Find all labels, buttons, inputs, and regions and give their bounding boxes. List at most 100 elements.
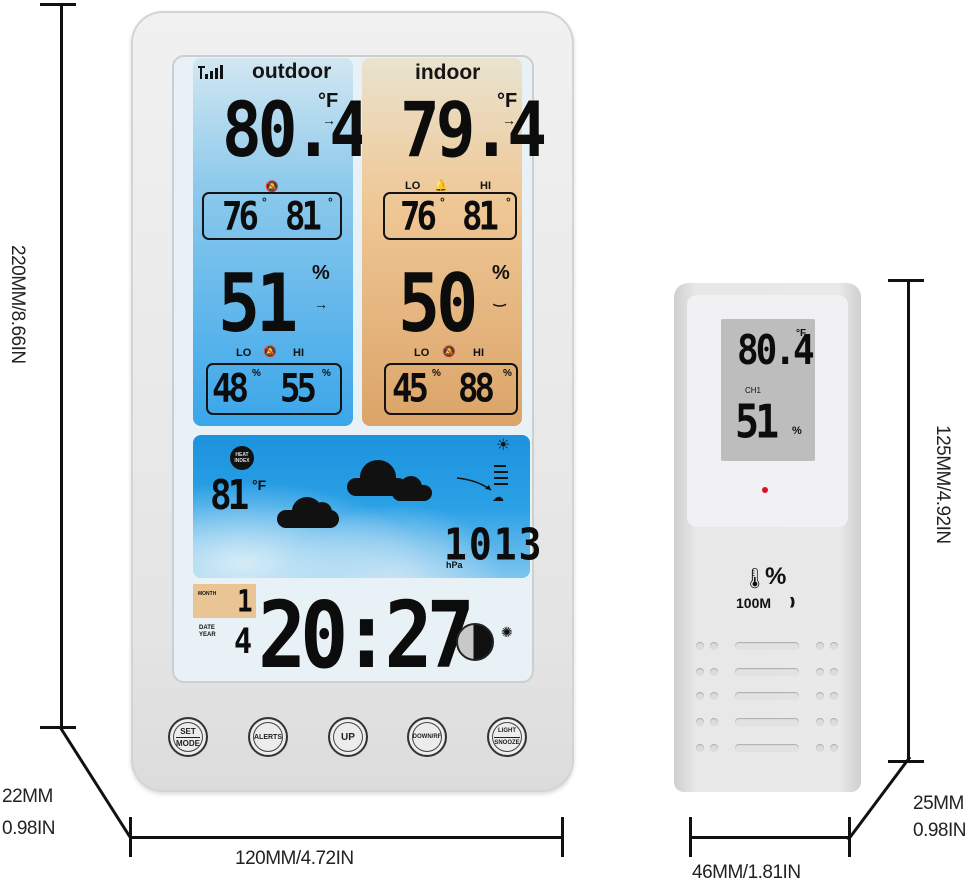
indoor-temp-hi: 81 — [462, 194, 499, 240]
width-dim-line — [130, 836, 563, 839]
date-label: DATE — [199, 625, 215, 631]
sensor-depth-dim-line — [846, 756, 912, 841]
sensor-width-dim-line — [690, 836, 850, 839]
indoor-humidity-unit: % — [492, 262, 510, 284]
month-label: MONTH — [198, 591, 217, 597]
indoor-lo-label: LO — [405, 180, 421, 192]
outdoor-humidity: 51 — [218, 256, 298, 351]
indoor-humidity-minmax-box — [384, 363, 518, 415]
indoor-temp-unit: °F — [497, 90, 518, 112]
outdoor-humidity-unit: % — [312, 262, 330, 284]
up-button[interactable]: UP — [328, 717, 368, 757]
indoor-temp-lo: 76 — [400, 194, 437, 240]
indoor-hum-hi-label: HI — [473, 347, 484, 359]
sensor-lcd — [721, 319, 815, 461]
indoor-temp-minmax-box — [383, 192, 517, 240]
percent-icon: % — [765, 563, 787, 590]
indoor-hum-lo-label: LO — [414, 347, 430, 359]
down-rf-button[interactable]: DOWN/RF — [407, 717, 447, 757]
outdoor-temp-minmax-box — [202, 192, 342, 240]
outdoor-temp-hi-degree: ° — [328, 195, 333, 209]
outdoor-humidity-hi: 55 — [280, 366, 317, 412]
clock-time: 20:27 — [258, 582, 475, 689]
rain-cloud-icon: ☁ — [492, 490, 504, 504]
depth-dim-line — [58, 726, 132, 838]
year-label: YEAR — [199, 632, 216, 638]
indoor-humidity-hi: 88 — [458, 366, 495, 412]
outdoor-temp-trend-icon: → — [322, 112, 336, 128]
pressure-unit: hPa — [446, 560, 463, 570]
outdoor-temp-unit: °F — [318, 90, 339, 112]
indoor-temp-hi-degree: ° — [506, 195, 511, 209]
indoor-temp-lo-degree: ° — [440, 195, 445, 209]
month-value: 1 — [237, 585, 253, 620]
trend-arrow-icon — [456, 477, 492, 491]
wireless-icon: ))) — [790, 596, 795, 608]
console-depth-in: 0.98IN — [2, 818, 55, 839]
sun-icon: ☀ — [496, 437, 511, 454]
outdoor-lo-label: LO — [236, 347, 252, 359]
outdoor-alert-off-icon: 🔕 — [265, 181, 279, 193]
outdoor-temp-lo: 76 — [222, 194, 259, 240]
sensor-channel: CH1 — [745, 386, 762, 395]
pressure-value: 1013 — [444, 519, 544, 570]
alerts-button[interactable]: ALERTS — [248, 717, 288, 757]
sensor-range-label: 100M — [736, 595, 772, 611]
width-dim-tick-right — [561, 817, 564, 857]
indoor-humidity-lo-unit: % — [432, 368, 441, 379]
height-dim-tick-bottom — [40, 726, 76, 729]
sensor-temperature: 80.4 — [737, 327, 815, 375]
console-width-label: 120MM/4.72IN — [235, 848, 354, 869]
date-value: 4 — [234, 622, 252, 663]
indoor-temp-trend-icon: → — [502, 112, 516, 128]
console-depth-mm: 22MM — [2, 786, 53, 807]
sensor-humidity-unit: % — [792, 425, 802, 437]
heat-index-badge-text: HEAT INDEX — [234, 452, 250, 464]
sensor-height-label: 125MM/4.92IN — [932, 425, 953, 544]
sensor-height-dim-line — [907, 280, 910, 762]
indoor-hum-alert-icon: 🔕 — [442, 346, 456, 358]
sensor-width-tick-right — [848, 817, 851, 857]
backlight-icon: ✺ — [501, 624, 513, 640]
moon-phase-icon — [456, 623, 494, 661]
thermometer-icon: 🌡 — [742, 568, 768, 590]
sensor-humidity: 51 — [735, 396, 779, 449]
height-dim-tick-top — [40, 3, 76, 6]
outdoor-humidity-lo: 48 — [212, 366, 249, 412]
heat-index-badge: HEAT INDEX — [230, 446, 254, 470]
signal-strength-icon — [198, 65, 223, 79]
indoor-hi-label: HI — [480, 180, 491, 192]
heat-index-value: 81 — [210, 472, 249, 520]
outdoor-humidity-hi-unit: % — [322, 368, 331, 379]
indoor-humidity-lo: 45 — [392, 366, 429, 412]
outdoor-label: outdoor — [252, 60, 332, 83]
indoor-temperature: 79.4 — [400, 86, 547, 175]
indoor-label: indoor — [415, 61, 481, 84]
outdoor-humidity-trend-icon: → — [314, 296, 328, 312]
heat-index-unit: °F — [252, 477, 267, 493]
outdoor-hi-label: HI — [293, 347, 304, 359]
outdoor-temperature: 80.4 — [222, 86, 369, 175]
outdoor-temp-hi: 81 — [285, 194, 322, 240]
month-box — [193, 584, 256, 618]
indoor-humidity-hi-unit: % — [503, 368, 512, 379]
sensor-height-tick-top — [888, 279, 924, 282]
console-height-label: 220MM/8.66IN — [7, 245, 28, 364]
indoor-alert-icon: 🔔 — [434, 180, 448, 192]
sensor-depth-mm: 25MM — [913, 793, 964, 814]
indoor-humidity-trend-icon: ‿ — [494, 290, 506, 306]
sensor-width-label: 46MM/1.81IN — [692, 862, 801, 883]
outdoor-humidity-minmax-box — [206, 363, 342, 415]
sensor-temp-unit: °F — [796, 328, 807, 339]
outdoor-temp-lo-degree: ° — [262, 195, 267, 209]
outdoor-humidity-lo-unit: % — [252, 368, 261, 379]
sensor-width-tick-left — [689, 817, 692, 857]
indoor-humidity: 50 — [398, 256, 478, 351]
outdoor-hum-alert-off-icon: 🔕 — [263, 346, 277, 358]
sensor-led — [762, 487, 768, 493]
sensor-depth-in: 0.98IN — [913, 820, 966, 841]
width-dim-tick-left — [129, 817, 132, 857]
height-dim-line — [60, 4, 63, 728]
